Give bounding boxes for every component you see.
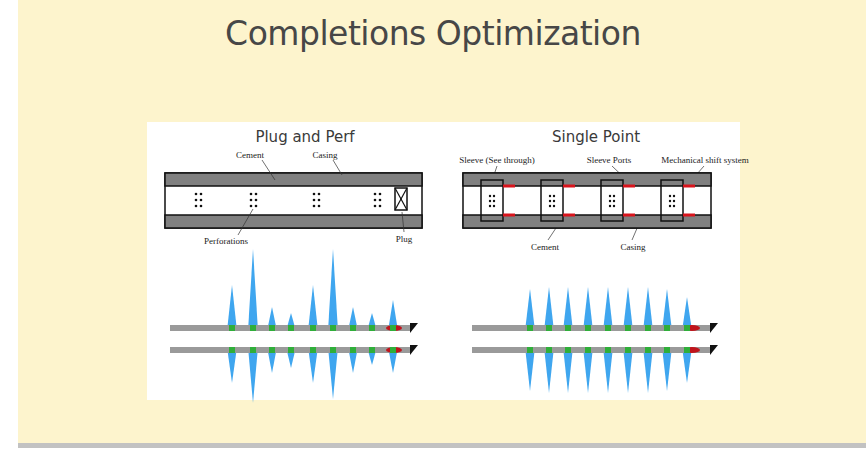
part-label: Perforations	[204, 236, 248, 246]
part-label: Cement	[236, 150, 264, 160]
diagram-heading: Plug and Perf	[255, 128, 354, 146]
flow-spike	[623, 287, 633, 331]
single-point-casing	[463, 173, 711, 228]
flow-spike	[662, 289, 672, 331]
flow-spike	[643, 287, 653, 331]
flow-spike	[248, 249, 258, 331]
card-ground	[18, 0, 866, 443]
sleeve	[541, 180, 575, 221]
flow-spike	[603, 287, 613, 331]
flow-spike	[662, 347, 672, 391]
flow-spike	[583, 287, 593, 331]
part-label: Sleeve (See through)	[459, 155, 534, 165]
diagram-heading: Single Point	[552, 128, 640, 146]
card-shadow	[18, 443, 866, 448]
flow-spike	[544, 287, 554, 331]
flow-spike	[328, 347, 338, 399]
flow-spike	[563, 347, 573, 393]
flow-spike	[603, 347, 613, 393]
flow-spike	[583, 347, 593, 393]
part-label: Mechanical shift system	[661, 155, 748, 165]
part-label: Plug	[396, 234, 413, 244]
part-label: Cement	[531, 242, 559, 252]
figure-panel	[147, 122, 740, 400]
flow-spike	[563, 287, 573, 331]
page-title: Completions Optimization	[0, 14, 866, 53]
flow-profiles	[170, 249, 718, 403]
part-label: Casing	[312, 150, 337, 160]
flow-spike	[525, 347, 535, 391]
part-label: Sleeve Ports	[587, 155, 632, 165]
flow-spike	[328, 249, 338, 331]
sleeve	[601, 180, 635, 221]
flow-spike	[544, 347, 554, 393]
flow-spike	[643, 347, 653, 393]
sleeve	[481, 180, 515, 221]
plug-perf-casing	[165, 173, 422, 228]
sleeve	[661, 180, 695, 221]
flow-spike	[623, 347, 633, 393]
flow-spike	[308, 285, 318, 331]
part-label: Casing	[620, 242, 645, 252]
flow-spike	[525, 289, 535, 331]
flow-spike	[248, 347, 258, 403]
flow-spike	[227, 285, 237, 331]
